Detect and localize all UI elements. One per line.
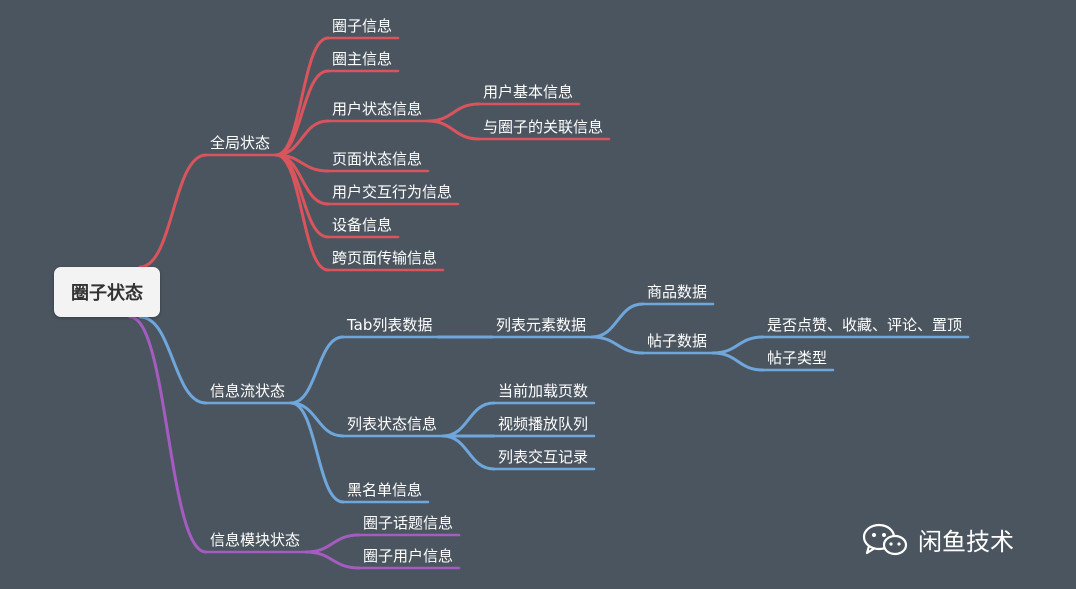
node-f1a2[interactable]: 帖子数据 <box>647 332 708 350</box>
node-feed[interactable]: 信息流状态 <box>210 382 286 400</box>
node-g2[interactable]: 圈主信息 <box>332 50 393 68</box>
wechat-icon <box>862 523 908 555</box>
link-feed <box>138 315 208 405</box>
node-f2b[interactable]: 视频播放队列 <box>498 415 589 433</box>
node-g7[interactable]: 跨页面传输信息 <box>332 249 438 267</box>
node-m1[interactable]: 圈子话题信息 <box>363 514 454 532</box>
root-node-label: 圈子状态 <box>71 283 143 304</box>
link-f2c <box>441 434 496 471</box>
link-global <box>138 153 208 269</box>
link-m1 <box>304 533 361 554</box>
node-g6[interactable]: 设备信息 <box>332 216 393 234</box>
link-g7 <box>274 153 330 272</box>
link-g3a <box>426 102 481 123</box>
node-g3[interactable]: 用户状态信息 <box>332 100 423 118</box>
node-f2c[interactable]: 列表交互记录 <box>498 448 589 466</box>
link-f1a2a <box>711 335 765 355</box>
node-f2[interactable]: 列表状态信息 <box>347 415 438 433</box>
link-g6 <box>274 153 330 239</box>
watermark-text: 闲鱼技术 <box>918 528 1014 556</box>
node-f1a2a[interactable]: 是否点赞、收藏、评论、置顶 <box>767 316 963 334</box>
node-f3[interactable]: 黑名单信息 <box>347 481 423 499</box>
link-f1a2 <box>590 335 645 355</box>
link-g3b <box>426 119 481 141</box>
node-g5[interactable]: 用户交互行为信息 <box>332 183 453 201</box>
link-g2 <box>274 69 330 157</box>
node-g4[interactable]: 页面状态信息 <box>332 150 423 168</box>
link-f1a1 <box>590 302 645 339</box>
node-g3b[interactable]: 与圈子的关联信息 <box>483 118 604 136</box>
node-f1a1[interactable]: 商品数据 <box>647 283 708 301</box>
watermark: 闲鱼技术 <box>862 522 1014 557</box>
node-g3a[interactable]: 用户基本信息 <box>483 83 574 101</box>
node-f1[interactable]: Tab列表数据 <box>347 316 433 334</box>
link-m2 <box>304 550 361 570</box>
link-f3 <box>289 401 345 504</box>
link-f2a <box>441 401 496 438</box>
node-global[interactable]: 全局状态 <box>210 134 271 152</box>
link-f1 <box>289 335 345 405</box>
node-f2a[interactable]: 当前加载页数 <box>498 382 589 400</box>
root-node[interactable]: 圈子状态 <box>54 267 160 317</box>
node-f1a2b[interactable]: 帖子类型 <box>767 349 828 367</box>
node-module[interactable]: 信息模块状态 <box>210 531 301 549</box>
link-f2 <box>289 401 345 438</box>
link-f1a2b <box>711 351 765 372</box>
node-f1a[interactable]: 列表元素数据 <box>496 316 587 334</box>
node-g1[interactable]: 圈子信息 <box>332 17 393 35</box>
link-module <box>128 315 208 554</box>
node-m2[interactable]: 圈子用户信息 <box>363 547 454 565</box>
